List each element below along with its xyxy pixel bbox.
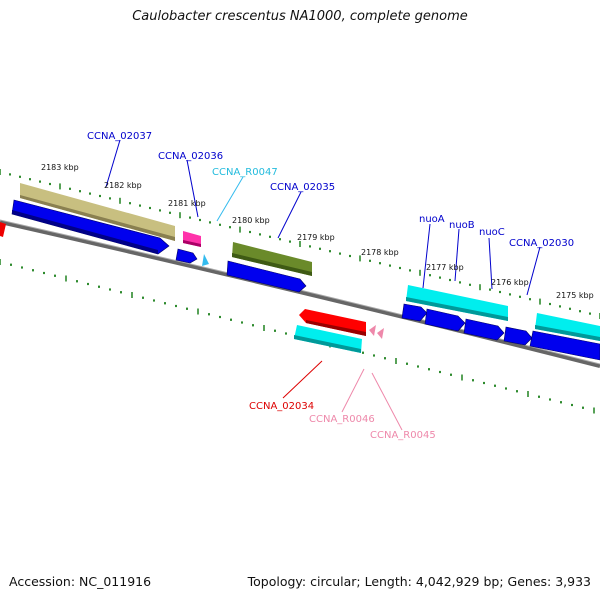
gene-label-ccna-r0046: CCNA_R0046 [309,414,375,425]
backbone-line [0,220,600,368]
gene-label-ccna-r0047: CCNA_R0047 [212,167,278,178]
kbp-label: 2176 kbp [491,278,529,287]
feature-ccna-02030-blue[interactable] [529,330,600,361]
kbp-label: 2177 kbp [426,263,464,272]
kbp-label: 2183 kbp [41,163,79,172]
gene-label-nuoA: nuoA [419,214,445,225]
feature-ccna-02035-blue[interactable] [226,260,307,293]
feature-ccna-02036[interactable] [183,231,201,247]
feature-ccna-r0046[interactable] [369,325,376,336]
gene-labels: CCNA_02037 CCNA_02036 CCNA_R0047 CCNA_02… [87,131,574,441]
kbp-label: 2181 kbp [168,199,206,208]
gene-label-nuoB: nuoB [449,220,475,231]
feature-ccna-02034-cyan[interactable] [294,325,362,353]
kbp-label: 2179 kbp [297,233,335,242]
feature-nuo-cyan[interactable] [406,285,508,321]
gene-label-ccna-02037: CCNA_02037 [87,131,152,142]
kbp-label: 2178 kbp [361,248,399,257]
gene-label-ccna-r0045: CCNA_R0045 [370,430,436,441]
feature-ccna-02030[interactable] [535,313,600,341]
genome-stats-text: Topology: circular; Length: 4,042,929 bp… [247,574,591,589]
gene-label-ccna-02034: CCNA_02034 [249,401,314,412]
feature-ccna-02034[interactable] [299,309,366,336]
feature-ccna-02037[interactable] [20,183,175,241]
gene-label-nuoC: nuoC [479,227,505,238]
kbp-label: 2175 kbp [556,291,594,300]
feature-left-edge-red[interactable] [0,222,6,237]
feature-nuoA[interactable] [401,303,428,322]
feature-ccna-02035[interactable] [232,242,312,276]
gene-label-ccna-02030: CCNA_02030 [509,238,574,249]
kbp-label: 2182 kbp [104,181,142,190]
kbp-scale-labels: 2183 kbp 2182 kbp 2181 kbp 2180 kbp 2179… [41,163,594,300]
feature-ccna-r0047[interactable] [202,254,209,266]
feature-ccna-02036-small-blue[interactable] [175,248,198,264]
feature-ccna-02030-small[interactable] [503,326,533,346]
accession-text: Accession: NC_011916 [9,574,152,589]
feature-nuoC[interactable] [463,318,505,341]
feature-nuoB[interactable] [424,308,466,332]
feature-ccna-r0045[interactable] [377,328,384,339]
gene-label-ccna-02035: CCNA_02035 [270,182,335,193]
leader-lines [105,139,541,431]
gene-label-ccna-02036: CCNA_02036 [158,151,223,162]
map-title: Caulobacter crescentus NA1000, complete … [132,9,468,24]
tick-rows [0,169,600,414]
kbp-label: 2180 kbp [232,216,270,225]
feature-ccna-02037-blue[interactable] [11,199,170,255]
